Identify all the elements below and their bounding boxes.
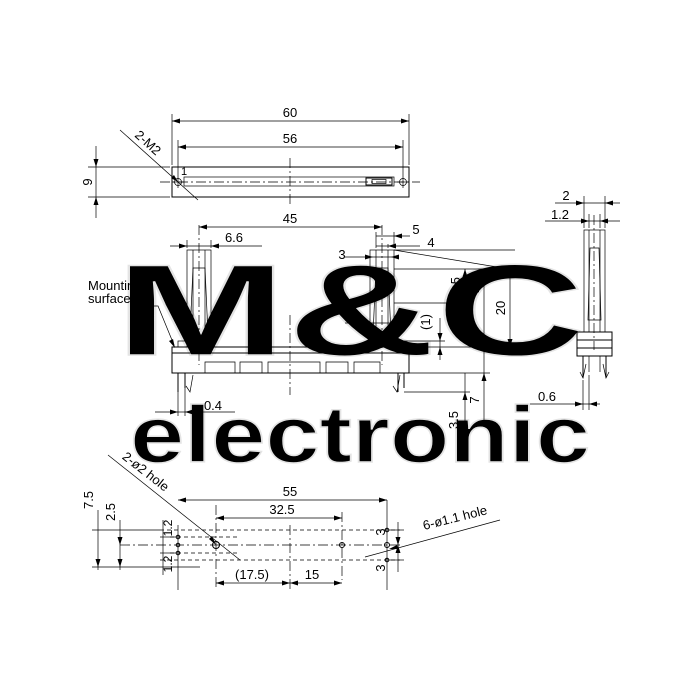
dim-2: 2 bbox=[562, 188, 569, 203]
dim-32-5: 32.5 bbox=[269, 502, 294, 517]
label-screw-thread: 2-M2 bbox=[132, 127, 164, 158]
top-view: 1 60 56 9 2-M2 bbox=[80, 105, 420, 218]
pin-1-marker: 1 bbox=[181, 166, 187, 178]
label-mounting: Mounting bbox=[88, 278, 141, 293]
dim-17-5: (17.5) bbox=[235, 567, 269, 582]
dim-lever-width: 6.6 bbox=[225, 230, 243, 245]
dim-10: 10 bbox=[467, 279, 482, 293]
label-surface: surface bbox=[88, 291, 131, 306]
dim-body-height: 9 bbox=[80, 178, 95, 185]
watermark-text: electronic bbox=[130, 390, 590, 479]
dim-1-2-lower: 1.2 bbox=[161, 555, 175, 572]
dim-55: 55 bbox=[283, 484, 297, 499]
watermark: M&C electronic bbox=[114, 236, 591, 480]
dim-3-top: 3 bbox=[338, 247, 345, 262]
dim-0-6: 0.6 bbox=[538, 389, 556, 404]
side-view: 2 1.2 0.6 bbox=[530, 188, 620, 410]
dim-mount-pitch: 56 bbox=[283, 131, 297, 146]
dim-8-5: 8.5 bbox=[448, 277, 463, 295]
dim-3-lower: 3 bbox=[373, 564, 388, 571]
dim-3-upper: 3 bbox=[373, 528, 388, 535]
dim-1-2-upper: 1.2 bbox=[161, 519, 175, 536]
dim-7: 7 bbox=[467, 396, 482, 403]
front-view: 45 6.6 5 4 3 8.5 bbox=[88, 211, 516, 435]
dim-15: 15 bbox=[305, 567, 319, 582]
dim-2-5: 2.5 bbox=[103, 503, 118, 521]
dim-7-5: 7.5 bbox=[81, 491, 96, 509]
dim-5: 5 bbox=[412, 222, 419, 237]
dim-20: 20 bbox=[493, 301, 508, 315]
dim-overall-length: 60 bbox=[283, 105, 297, 120]
dim-4: 4 bbox=[427, 235, 434, 250]
dim-lever-travel: 45 bbox=[283, 211, 297, 226]
dim-0-4: 0.4 bbox=[204, 398, 222, 413]
label-6-holes: 6-ø1.1 hole bbox=[421, 502, 488, 532]
dim-1: (1) bbox=[418, 314, 433, 330]
dim-3-5: 3.5 bbox=[446, 411, 461, 429]
dim-1-2: 1.2 bbox=[551, 207, 569, 222]
dim-3-low: 3 bbox=[346, 308, 353, 323]
